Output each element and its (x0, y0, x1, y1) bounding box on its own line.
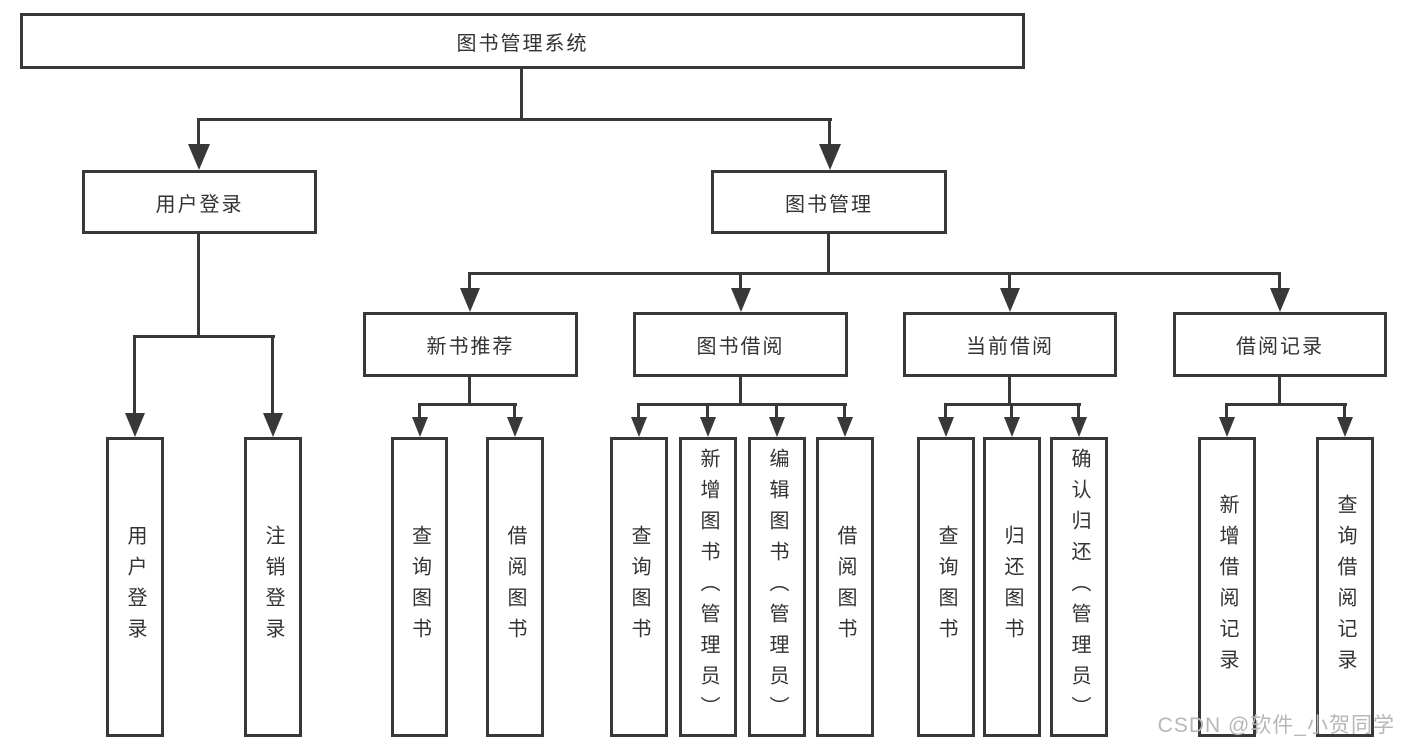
connector-line (739, 377, 742, 406)
connector-line (1008, 377, 1011, 406)
node-root: 图书管理系统 (20, 13, 1025, 69)
connector-line (1225, 403, 1347, 406)
leaf-query-books-borrowing-label: 查询图书 (628, 525, 650, 649)
arrowhead-down-icon (1219, 417, 1235, 437)
connector-line (468, 275, 471, 291)
arrowhead-down-icon (1000, 288, 1020, 312)
connector-line (197, 121, 200, 148)
connector-line (944, 403, 1081, 406)
connector-line (197, 118, 832, 121)
connector-line (418, 406, 421, 419)
leaf-edit-book-admin: 编辑图书（管理员） (748, 437, 806, 737)
connector-line (828, 121, 831, 148)
connector-line (944, 406, 947, 419)
arrowhead-down-icon (125, 413, 145, 437)
node-current-borrowing-label: 当前借阅 (966, 336, 1054, 358)
arrowhead-down-icon (819, 144, 841, 170)
leaf-edit-book-admin-label: 编辑图书（管理员） (766, 447, 788, 727)
connector-line (468, 272, 1281, 275)
leaf-confirm-return-admin-label: 确认归还（管理员） (1068, 447, 1090, 727)
leaf-user-login: 用户登录 (106, 437, 164, 737)
leaf-logout-label: 注销登录 (262, 525, 284, 649)
leaf-query-books-borrowing: 查询图书 (610, 437, 668, 737)
connector-line (1010, 406, 1013, 419)
connector-line (271, 338, 274, 414)
connector-line (133, 335, 275, 338)
node-book-management-label: 图书管理 (785, 193, 873, 216)
connector-line (468, 377, 471, 406)
node-new-book-recommend-label: 新书推荐 (426, 336, 515, 358)
leaf-confirm-return-admin: 确认归还（管理员） (1050, 437, 1108, 737)
leaf-user-login-label: 用户登录 (124, 525, 146, 649)
connector-line (1278, 275, 1281, 291)
leaf-add-book-admin-label: 新增图书（管理员） (697, 447, 719, 727)
connector-line (1343, 406, 1346, 419)
arrowhead-down-icon (1004, 417, 1020, 437)
leaf-borrow-books-recommend-label: 借阅图书 (504, 525, 526, 649)
node-user-login: 用户登录 (82, 170, 317, 234)
leaf-query-books-recommend: 查询图书 (391, 437, 448, 737)
arrowhead-down-icon (507, 417, 523, 437)
leaf-borrow-books-recommend: 借阅图书 (486, 437, 544, 737)
arrowhead-down-icon (938, 417, 954, 437)
connector-line (1225, 406, 1228, 419)
leaf-borrow-books-borrowing: 借阅图书 (816, 437, 874, 737)
connector-line (1008, 275, 1011, 291)
leaf-logout: 注销登录 (244, 437, 302, 737)
arrowhead-down-icon (769, 417, 785, 437)
leaf-return-books-label: 归还图书 (1001, 525, 1023, 649)
node-borrowing-records-label: 借阅记录 (1236, 336, 1324, 358)
connector-line (637, 406, 640, 419)
connector-line (1278, 377, 1281, 406)
node-book-borrowing: 图书借阅 (633, 312, 848, 377)
connector-line (775, 406, 778, 419)
leaf-query-books-current: 查询图书 (917, 437, 975, 737)
leaf-add-borrow-record-label: 新增借阅记录 (1216, 494, 1238, 680)
arrowhead-down-icon (700, 417, 716, 437)
connector-line (706, 406, 709, 419)
node-current-borrowing: 当前借阅 (903, 312, 1117, 377)
arrowhead-down-icon (263, 413, 283, 437)
arrowhead-down-icon (1337, 417, 1353, 437)
node-book-management: 图书管理 (711, 170, 947, 234)
connector-line (827, 234, 830, 274)
connector-line (418, 403, 517, 406)
csdn-watermark: CSDN @软件_小贺同学 (1157, 714, 1395, 737)
leaf-query-books-current-label: 查询图书 (935, 525, 957, 649)
leaf-borrow-books-borrowing-label: 借阅图书 (834, 525, 856, 649)
arrowhead-down-icon (412, 417, 428, 437)
arrowhead-down-icon (460, 288, 480, 312)
leaf-query-borrow-record: 查询借阅记录 (1316, 437, 1374, 737)
leaf-add-book-admin: 新增图书（管理员） (679, 437, 737, 737)
connector-line (520, 69, 523, 120)
arrowhead-down-icon (1270, 288, 1290, 312)
connector-line (637, 403, 847, 406)
connector-line (133, 338, 136, 414)
arrowhead-down-icon (837, 417, 853, 437)
node-borrowing-records: 借阅记录 (1173, 312, 1387, 377)
connector-line (513, 406, 516, 419)
connector-line (739, 275, 742, 291)
node-user-login-label: 用户登录 (155, 193, 244, 216)
connector-line (843, 406, 846, 419)
connector-line (197, 234, 200, 338)
leaf-query-borrow-record-label: 查询借阅记录 (1334, 494, 1356, 680)
node-root-label: 图书管理系统 (456, 32, 589, 55)
connector-line (1077, 406, 1080, 419)
leaf-query-books-recommend-label: 查询图书 (408, 525, 431, 649)
node-book-borrowing-label: 图书借阅 (696, 336, 785, 358)
leaf-add-borrow-record: 新增借阅记录 (1198, 437, 1256, 737)
arrowhead-down-icon (188, 144, 210, 170)
arrowhead-down-icon (731, 288, 751, 312)
leaf-return-books: 归还图书 (983, 437, 1041, 737)
node-new-book-recommend: 新书推荐 (363, 312, 578, 377)
arrowhead-down-icon (631, 417, 647, 437)
arrowhead-down-icon (1071, 417, 1087, 437)
